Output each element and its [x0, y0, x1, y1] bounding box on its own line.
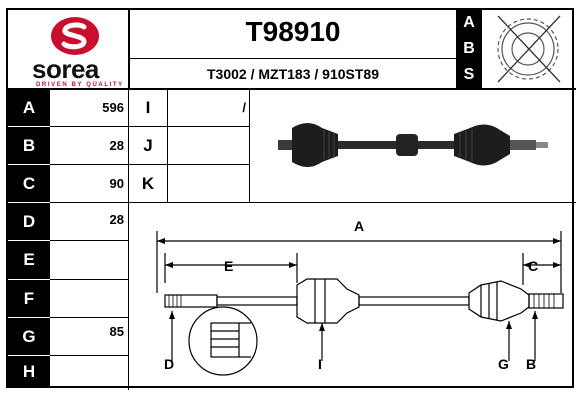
- spec-label-h: H: [8, 356, 50, 388]
- spec-label-b: B: [8, 127, 50, 164]
- spec-label-i: I: [145, 98, 151, 117]
- dim-label-a: A: [354, 218, 365, 234]
- spec-label-f: F: [8, 280, 50, 317]
- brand-tagline: DRIVEN BY QUALITY: [36, 82, 124, 88]
- brand-name: sorea: [32, 54, 99, 84]
- spec-value-a: 596: [102, 100, 124, 115]
- part-number: T98910: [245, 16, 341, 47]
- sorea-logo-icon: [51, 17, 99, 55]
- spec-label-a: A: [8, 90, 50, 126]
- spec-value-b: 28: [109, 138, 124, 153]
- marker-g: G: [498, 356, 509, 372]
- spec-sheet: sorea DRIVEN BY QUALITY T98910 T3002 / M…: [6, 8, 576, 390]
- dim-label-e: E: [224, 258, 234, 274]
- dim-label-c: C: [528, 258, 539, 274]
- cross-references: T3002 / MZT183 / 910ST89: [207, 66, 379, 82]
- spec-value-i: /: [242, 100, 246, 115]
- drive-shaft-photo: [278, 123, 548, 167]
- spec-label-k: K: [141, 173, 155, 193]
- spec-label-d: D: [8, 203, 50, 240]
- marker-d: D: [164, 356, 175, 372]
- dimension-drawing: [156, 231, 564, 376]
- no-abs-ring-icon: [497, 15, 561, 83]
- spec-value-d: 28: [109, 212, 124, 227]
- spec-value-g: 85: [109, 324, 124, 339]
- spec-label-g: G: [8, 318, 50, 355]
- spec-label-c: C: [8, 165, 50, 202]
- marker-b: B: [526, 356, 537, 372]
- spec-value-c: 90: [109, 176, 124, 191]
- marker-i: I: [318, 356, 322, 372]
- spec-label-e: E: [8, 241, 50, 279]
- spec-label-j: J: [143, 135, 153, 155]
- abs-letter-s: S: [458, 62, 480, 88]
- abs-letter-a: A: [458, 10, 480, 36]
- abs-letter-b: B: [458, 36, 480, 62]
